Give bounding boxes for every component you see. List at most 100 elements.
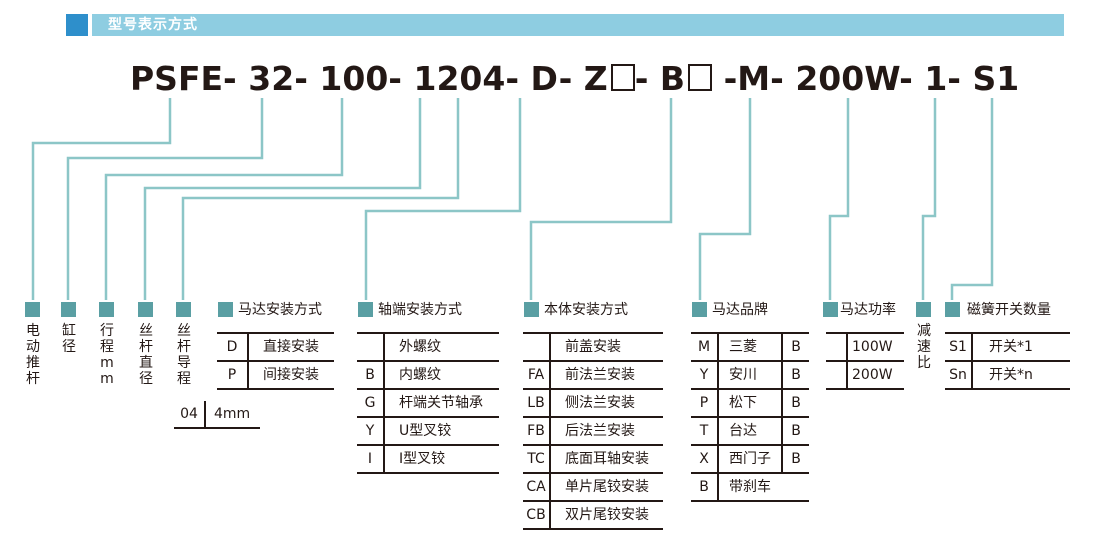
table-row: D 直接安装 xyxy=(217,333,334,361)
option-code: B xyxy=(691,473,719,501)
option-label: 三菱 xyxy=(729,339,757,355)
label-bore: 缸径 xyxy=(62,323,76,355)
brake-code: B xyxy=(781,417,809,445)
option-label: 直接安装 xyxy=(263,339,319,355)
marker-square xyxy=(176,302,191,317)
option-code: FA xyxy=(523,361,551,389)
table-row: 200W xyxy=(826,361,904,389)
shaft-mount-title: 轴端安装方式 xyxy=(378,302,462,318)
brake-code: B xyxy=(781,333,809,361)
option-label: 4mm xyxy=(214,406,251,422)
code-dash: - xyxy=(505,59,520,98)
option-code: B xyxy=(357,361,385,389)
option-label: 前盖安装 xyxy=(565,339,621,355)
header-accent-square xyxy=(66,14,88,36)
table-row: Y U型叉铰 xyxy=(357,417,499,445)
model-code: PSFE- 32- 100- 1204- D- Z- B -M- 200W- 1… xyxy=(130,59,1019,99)
table-row: B 内螺纹 xyxy=(357,361,499,389)
option-label: 杆端关节轴承 xyxy=(399,395,483,411)
option-label: 间接安装 xyxy=(263,367,319,383)
marker-square xyxy=(823,302,838,317)
code-power: 200W xyxy=(795,59,900,98)
header-bar xyxy=(92,14,1064,36)
option-label: 单片尾铰安装 xyxy=(565,479,649,495)
body-mount-title: 本体安装方式 xyxy=(544,302,628,318)
option-code: I xyxy=(357,445,385,473)
marker-square xyxy=(945,302,960,317)
motor-power-title: 马达功率 xyxy=(840,302,896,318)
label-reducer: 减速比 xyxy=(917,323,931,371)
option-label: 开关*1 xyxy=(989,339,1033,355)
option-code: CA xyxy=(523,473,551,501)
code-body-mount: B xyxy=(659,59,686,98)
brake-code xyxy=(782,473,809,501)
marker-square xyxy=(218,302,233,317)
code-dash: - xyxy=(634,59,649,98)
option-label: U型叉铰 xyxy=(399,423,452,439)
option-label: 内螺纹 xyxy=(399,367,441,383)
option-label: 带刹车 xyxy=(729,479,771,495)
table-row: I I型叉铰 xyxy=(357,445,499,473)
code-switch: S1 xyxy=(972,59,1020,98)
option-code xyxy=(826,333,848,361)
table-row: 外螺纹 xyxy=(357,333,499,361)
table-row: B 带刹车 xyxy=(691,473,809,501)
label-stroke: 行程mm xyxy=(100,323,114,387)
option-code: TC xyxy=(523,445,551,473)
marker-square xyxy=(61,302,76,317)
option-code: Y xyxy=(691,361,719,389)
code-dash: - xyxy=(947,59,961,98)
option-code xyxy=(357,333,385,361)
marker-square xyxy=(25,302,40,317)
code-stroke: 100 xyxy=(319,59,389,98)
motor-power-table: 100W 200W xyxy=(826,332,904,390)
motor-mount-title: 马达安装方式 xyxy=(238,302,322,318)
marker-square xyxy=(692,302,707,317)
option-code: D xyxy=(217,333,249,361)
label-electric-pusher: 电动推杆 xyxy=(26,323,40,387)
code-dash: - xyxy=(899,59,913,98)
code-dash: - xyxy=(388,59,402,98)
table-row: 前盖安装 xyxy=(523,333,663,361)
code-bore: 32 xyxy=(248,59,295,98)
option-label: 松下 xyxy=(729,395,757,411)
option-label: 开关*n xyxy=(989,367,1033,383)
brake-code: B xyxy=(781,361,809,389)
code-dash: - xyxy=(770,59,784,98)
table-row: Sn 开关*n xyxy=(945,361,1070,389)
section-title: 型号表示方式 xyxy=(108,17,198,33)
marker-square xyxy=(916,302,931,317)
option-label: 侧法兰安装 xyxy=(565,395,635,411)
label-screw-diameter: 丝杆直径 xyxy=(139,323,153,387)
marker-square xyxy=(138,302,153,317)
option-code: Y xyxy=(357,417,385,445)
option-label: 外螺纹 xyxy=(399,339,441,355)
code-dash: - xyxy=(223,59,237,98)
option-label: 台达 xyxy=(729,423,757,439)
option-label: I型叉铰 xyxy=(399,451,446,467)
marker-square xyxy=(99,302,114,317)
option-code: FB xyxy=(523,417,551,445)
option-label: 100W xyxy=(852,339,893,355)
placeholder-box xyxy=(688,64,713,91)
table-row: Y 安川 B xyxy=(691,361,809,389)
marker-square xyxy=(524,302,539,317)
option-code: Sn xyxy=(945,361,973,389)
option-label: 安川 xyxy=(729,367,757,383)
